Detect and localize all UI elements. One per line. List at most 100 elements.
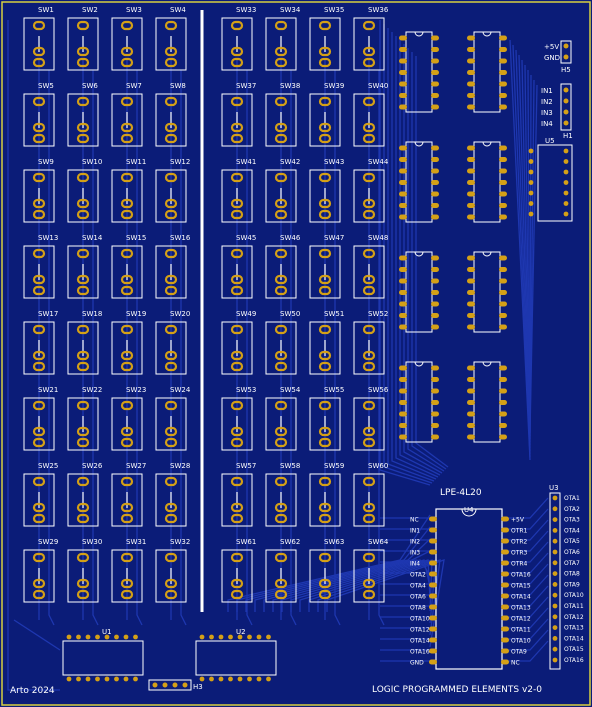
switch-pad xyxy=(32,350,46,361)
h1-label: H1 xyxy=(563,132,573,140)
trace xyxy=(378,70,385,626)
u1-outline xyxy=(62,640,144,676)
u5-pad xyxy=(528,201,534,206)
u3-pin-label: OTA12 xyxy=(564,614,584,621)
switch-pad xyxy=(120,324,134,335)
switch: SW28 xyxy=(155,462,190,527)
dip-pad xyxy=(499,301,507,307)
switch-pad xyxy=(274,248,288,259)
switch-label: SW44 xyxy=(368,158,389,166)
u4-pad xyxy=(501,626,509,632)
switch-outline xyxy=(23,397,55,451)
switch-pad xyxy=(120,578,134,589)
switch: SW50 xyxy=(265,310,300,375)
switch-pad xyxy=(120,437,134,448)
dip-pad xyxy=(431,377,439,382)
ic-pad xyxy=(218,676,224,682)
switch-pad xyxy=(230,324,244,335)
switch-pad xyxy=(164,274,178,285)
switch-pad xyxy=(164,437,178,448)
h3-pad xyxy=(172,682,178,688)
u4-left-pin-label: OTA16 xyxy=(410,649,430,656)
switch-pad xyxy=(32,361,46,372)
switch-pad xyxy=(318,122,332,133)
switch-pad xyxy=(32,172,46,183)
switch-pad xyxy=(76,361,90,372)
trace xyxy=(502,519,549,541)
trace xyxy=(180,70,187,626)
switch-label: SW14 xyxy=(82,234,103,242)
trace xyxy=(227,514,431,612)
switch-pad xyxy=(120,46,134,57)
switch: SW26 xyxy=(67,462,103,527)
u5-pad xyxy=(563,169,569,175)
u2-outline xyxy=(195,640,277,676)
switch-pad xyxy=(76,133,90,144)
u3-pin-label: OTA7 xyxy=(564,560,580,567)
switch-pad xyxy=(362,324,376,335)
u5-pad xyxy=(563,201,569,206)
u4-pad xyxy=(429,571,437,577)
dip-pad xyxy=(431,203,439,208)
u4-left-pin-label: NC xyxy=(410,517,419,524)
switch-label: SW29 xyxy=(38,538,58,546)
dip-pad xyxy=(499,290,507,295)
h3-outline xyxy=(148,679,192,691)
u3-pin-label: OTA6 xyxy=(564,549,580,556)
trace xyxy=(502,629,549,651)
switch-pad xyxy=(120,426,134,437)
switch-pad xyxy=(362,274,376,285)
switch-label: SW7 xyxy=(126,82,142,90)
switch-outline xyxy=(265,473,297,527)
dip-pad xyxy=(499,267,507,272)
u4-pad xyxy=(429,659,437,665)
u5-pad xyxy=(528,180,534,185)
dip-pad xyxy=(467,168,475,174)
dip-pad xyxy=(431,47,439,52)
dip-ic xyxy=(467,141,507,223)
switch-pad xyxy=(120,513,134,524)
switch-outline xyxy=(67,549,99,603)
h1-pad xyxy=(563,120,569,126)
ic-pad xyxy=(228,634,233,640)
dip-pad xyxy=(467,411,475,417)
switch-label: SW31 xyxy=(126,538,146,546)
h1-pin-3-label: IN3 xyxy=(541,109,553,117)
switch-pad xyxy=(164,578,178,589)
dip-pad xyxy=(399,423,407,428)
u3-pin-label: OTA9 xyxy=(564,581,580,588)
dip-pad xyxy=(399,388,407,394)
switch-outline xyxy=(309,549,341,603)
switch: SW43 xyxy=(309,158,344,223)
u5-pad xyxy=(563,148,569,154)
switch-outline xyxy=(155,169,187,223)
switch-pad xyxy=(230,552,244,563)
switch-pad xyxy=(318,96,332,107)
switch-label: SW43 xyxy=(324,158,344,166)
switch-outline xyxy=(67,321,99,375)
switch-pad xyxy=(274,274,288,285)
switch-pad xyxy=(274,552,288,563)
ic-pad xyxy=(104,676,110,682)
switch-pad xyxy=(120,57,134,68)
u4-right-pin-label: OTA9 xyxy=(511,649,527,656)
switch: SW2 xyxy=(67,6,99,71)
switch: SW7 xyxy=(111,82,143,147)
switch-pad xyxy=(164,198,178,209)
u5-pad xyxy=(563,211,569,217)
u4-right-pin-label: OTA14 xyxy=(511,594,531,601)
switch-pad xyxy=(164,122,178,133)
switch-label: SW34 xyxy=(280,6,301,14)
ic-pad xyxy=(266,634,271,640)
u4-left-pin-label: OTA8 xyxy=(410,605,426,612)
trace xyxy=(502,508,549,530)
dip-pad xyxy=(399,255,407,261)
switch-pad xyxy=(76,57,90,68)
u4-pad xyxy=(429,549,437,555)
dip-pad xyxy=(399,203,407,208)
switch-pad xyxy=(120,502,134,513)
switch-pad xyxy=(318,437,332,448)
switch-pad xyxy=(76,426,90,437)
switch-pad xyxy=(318,361,332,372)
